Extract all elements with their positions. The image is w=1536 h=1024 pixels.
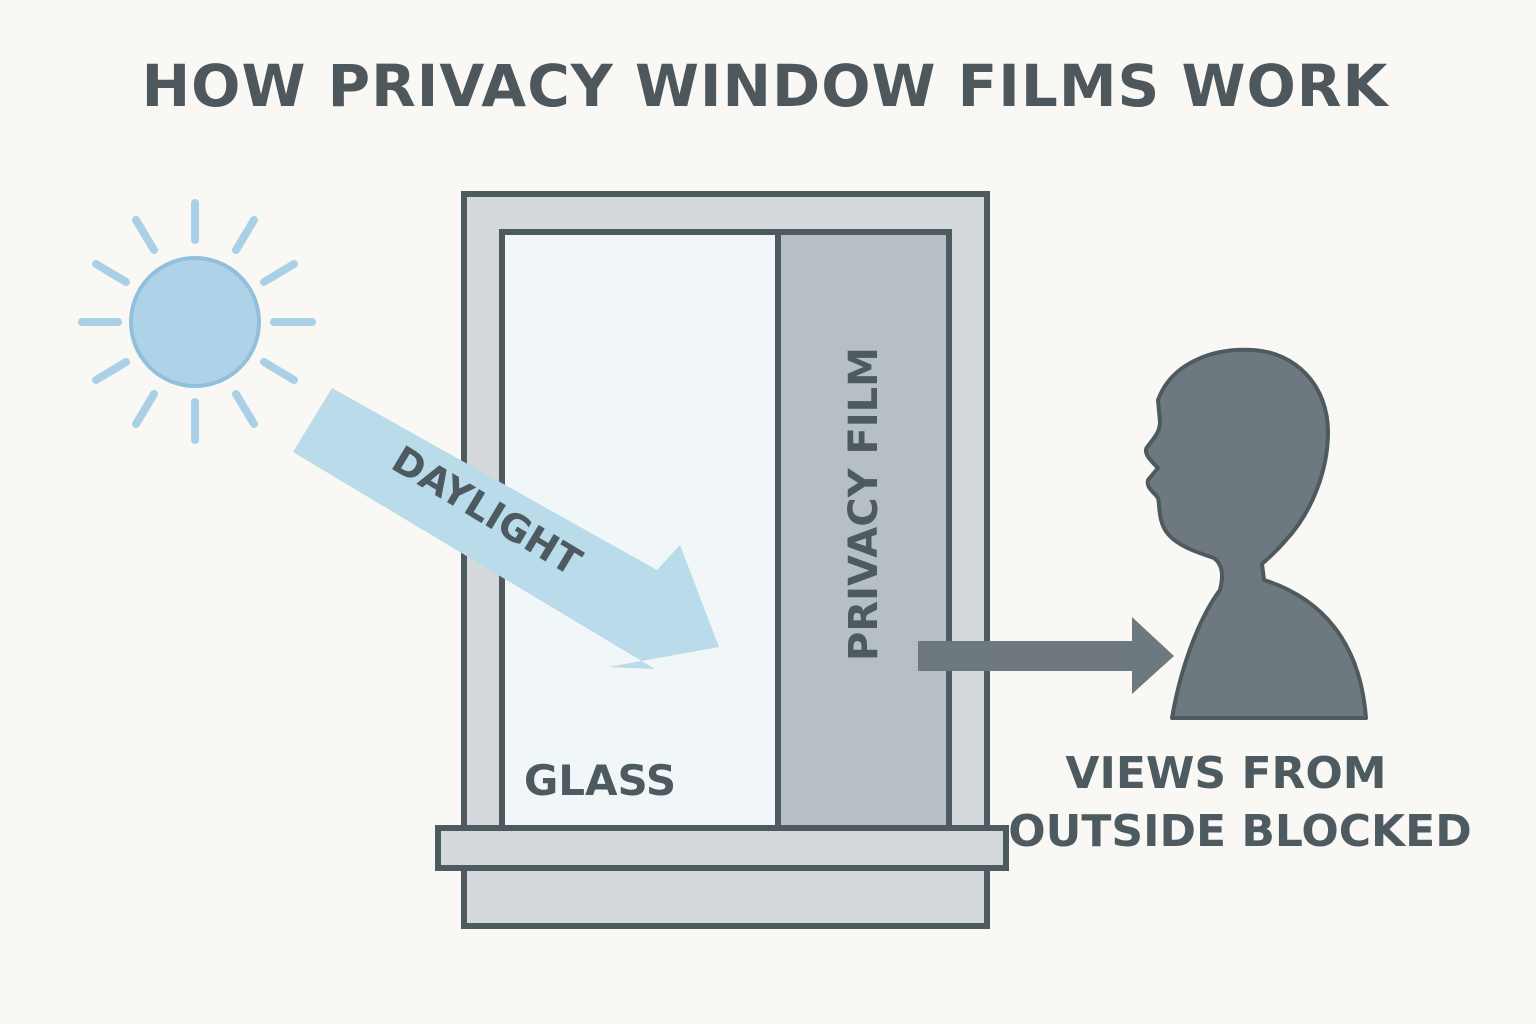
sun-disc (129, 256, 261, 388)
daylight-arrow-shape (293, 388, 719, 669)
view-blocked-arrow-icon (918, 617, 1174, 694)
privacy-film-label: PRIVACY FILM (841, 347, 887, 661)
window-sill (435, 825, 1009, 871)
diagram-title: HOW PRIVACY WINDOW FILMS WORK (141, 52, 1389, 120)
window (435, 191, 1009, 929)
privacy-film-layer (775, 229, 952, 833)
blocked-label-line1: VIEWS FROM (1065, 748, 1386, 799)
person-silhouette-icon (1143, 347, 1368, 720)
sun-rays (78, 199, 316, 444)
glass-label: GLASS (524, 756, 676, 805)
sun-icon (78, 199, 316, 444)
blocked-label-line2: OUTSIDE BLOCKED (1008, 806, 1471, 857)
